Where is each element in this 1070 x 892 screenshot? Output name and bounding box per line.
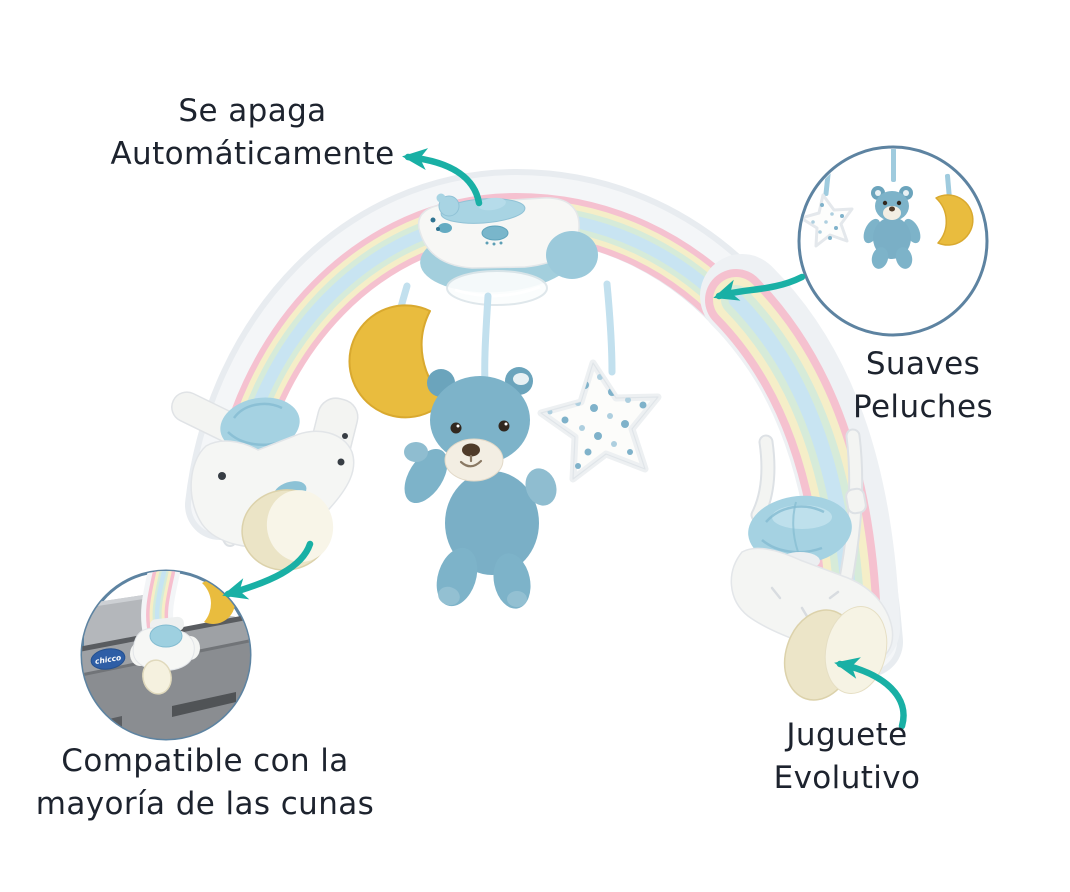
annotation-auto-off-line1: Se apaga xyxy=(178,93,327,129)
annotation-toy-line2: Evolutivo xyxy=(773,760,921,796)
mini-clamp xyxy=(130,616,200,695)
annotation-toy: Juguete Evolutivo xyxy=(737,714,957,800)
star-plush xyxy=(537,359,662,483)
left-crib-clamp xyxy=(171,391,359,571)
annotation-plush-line1: Suaves xyxy=(865,346,981,382)
arrow-to-right-foot xyxy=(834,657,907,730)
mini-moon-plush xyxy=(935,194,974,246)
inset-crib-attachment: chicco xyxy=(80,569,252,741)
arrow-to-arch-band xyxy=(713,273,806,301)
moon-plush xyxy=(348,304,447,419)
mini-bear-plush xyxy=(863,186,921,269)
arrow-to-auto-off-label xyxy=(402,148,483,207)
annotation-plush-line2: Peluches xyxy=(852,389,994,425)
hanger-straps xyxy=(823,149,952,200)
right-knob xyxy=(748,495,852,565)
annotation-toy-line1: Juguete xyxy=(786,717,908,753)
mini-star-plush xyxy=(801,193,854,248)
music-box-projector xyxy=(417,193,598,306)
bear-plush xyxy=(404,367,557,609)
annotation-auto-off: Se apaga Automáticamente xyxy=(55,90,450,176)
annotation-compatible: Compatible con la mayoría de las cunas xyxy=(10,740,400,826)
annotation-compatible-line1: Compatible con la xyxy=(61,743,349,779)
inset-plush-toys xyxy=(797,145,989,337)
annotation-compatible-line2: mayoría de las cunas xyxy=(35,786,375,822)
svg-text:chicco: chicco xyxy=(94,653,121,666)
annotation-plush: Suaves Peluches xyxy=(813,343,1033,429)
arrow-to-crib-inset xyxy=(222,540,314,600)
control-buttons xyxy=(430,217,509,246)
sleeping-bear-figure xyxy=(436,193,526,224)
chicco-logo: chicco xyxy=(90,648,126,670)
annotation-auto-off-line2: Automáticamente xyxy=(110,136,395,172)
